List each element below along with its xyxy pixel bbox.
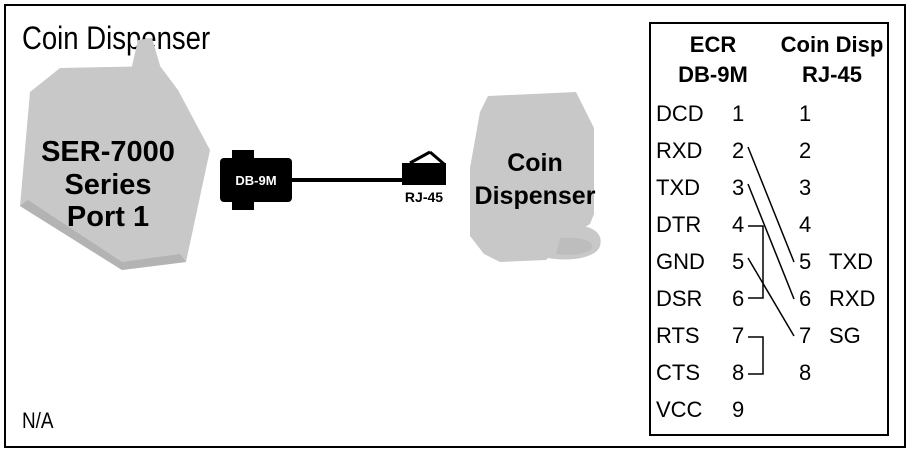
coin-pin-2: 2: [799, 138, 811, 163]
wire-loop-7-8: [748, 336, 764, 375]
ecr-signal-dcd: DCD: [656, 101, 704, 126]
coin-pin-8: 8: [799, 360, 811, 385]
cash-register-icon: [20, 38, 210, 270]
coin-header-line1: Coin Disp: [781, 32, 884, 57]
coin-pin-3: 3: [799, 175, 811, 200]
diagram-frame: [4, 4, 906, 448]
coin-pin-7: 7: [799, 323, 811, 348]
ecr-signal-cts: CTS: [656, 360, 700, 385]
ecr-signal-dtr: DTR: [656, 212, 701, 237]
wire-5-to-7: [747, 257, 795, 337]
coin-pin-1: 1: [799, 101, 811, 126]
coin-signal-txd: TXD: [829, 249, 873, 274]
ecr-pin-7: 7: [732, 323, 744, 348]
ecr-pin-6: 6: [732, 286, 744, 311]
coin-pin-6: 6: [799, 286, 811, 311]
wire-loop-4-6: [748, 225, 764, 299]
ecr-label-line3: Port 1: [67, 201, 149, 233]
footer-note: N/A: [22, 408, 54, 433]
ecr-pin-8: 8: [732, 360, 744, 385]
db9-label: DB-9M: [235, 173, 276, 188]
ecr-pin-9: 9: [732, 397, 744, 422]
ecr-signal-rts: RTS: [656, 323, 700, 348]
page-title: Coin Dispenser: [22, 20, 211, 56]
ecr-signal-rxd: RXD: [656, 138, 702, 163]
ecr-pin-5: 5: [732, 249, 744, 274]
ecr-signal-txd: TXD: [656, 175, 700, 200]
wire-2-to-5: [747, 146, 795, 263]
coin-header-line2: RJ-45: [802, 62, 862, 87]
pinout-panel: [649, 22, 889, 436]
db9-connector-icon: [220, 150, 292, 210]
coin-signal-rxd: RXD: [829, 286, 875, 311]
ecr-pin-1: 1: [732, 101, 744, 126]
ecr-header-line2: DB-9M: [678, 62, 748, 87]
ecr-header-line1: ECR: [690, 32, 737, 57]
ecr-pin-3: 3: [732, 175, 744, 200]
ecr-signal-gnd: GND: [656, 249, 705, 274]
coin-signal-sg: SG: [829, 323, 861, 348]
ecr-label-line2: Series: [64, 169, 151, 201]
dispenser-label-line2: Dispenser: [475, 182, 596, 210]
coin-pin-4: 4: [799, 212, 811, 237]
coin-pin-5: 5: [799, 249, 811, 274]
ecr-signal-dsr: DSR: [656, 286, 702, 311]
wire-3-to-6: [747, 183, 795, 300]
ecr-label-line1: SER-7000: [41, 136, 175, 168]
ecr-pin-2: 2: [732, 138, 744, 163]
ecr-pin-4: 4: [732, 212, 744, 237]
rj45-label: RJ-45: [405, 189, 443, 205]
dispenser-label-line1: Coin: [507, 149, 563, 177]
ecr-signal-vcc: VCC: [656, 397, 703, 422]
pin-wiring: [747, 146, 795, 375]
coin-dispenser-icon: [470, 92, 601, 262]
rj45-connector-icon: [402, 150, 446, 185]
